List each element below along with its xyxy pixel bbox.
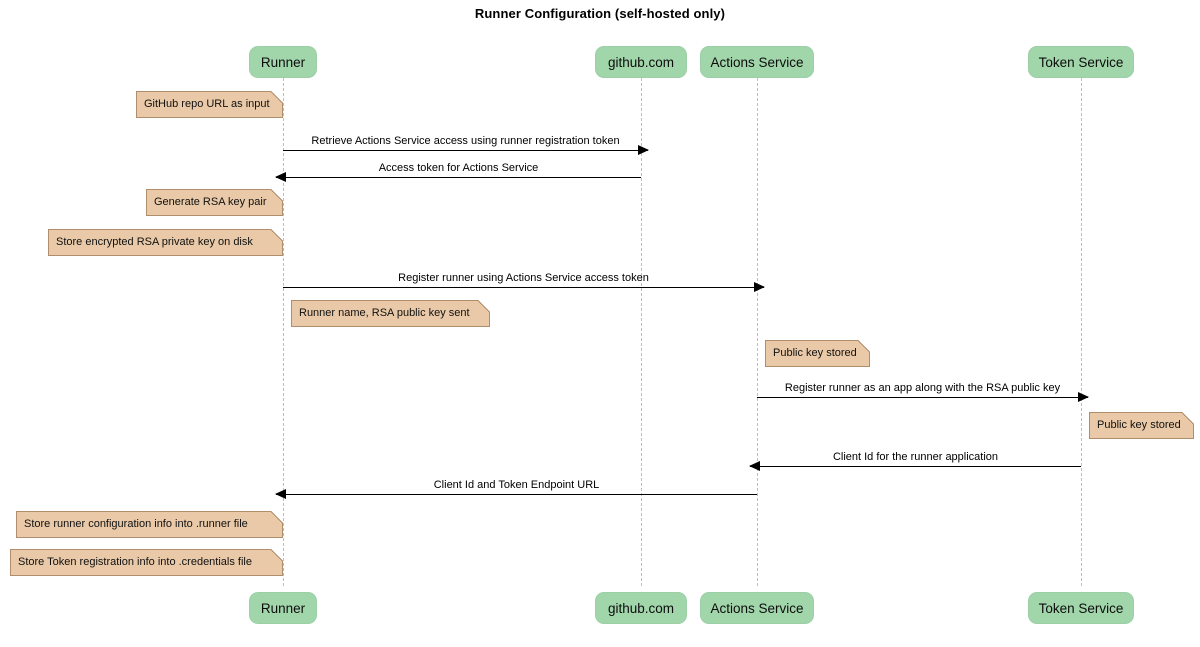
message-label: Retrieve Actions Service access using ru… [311,135,620,147]
participant-label: Token Service [1038,54,1124,70]
participant-label: Actions Service [710,600,804,616]
note-store-private-key: Store encrypted RSA private key on disk [48,229,283,256]
page-title: Runner Configuration (self-hosted only) [474,6,726,21]
note-text: Store Token registration info into .cred… [18,556,252,568]
msg-register-runner-app: Register runner as an app along with the… [757,382,1089,402]
note-generate-rsa: Generate RSA key pair [146,189,283,216]
msg-client-id-runner-app: Client Id for the runner application [749,451,1081,471]
participant-label: Actions Service [710,54,804,70]
note-public-key-stored-1: Public key stored [765,340,870,367]
note-store-runner-config: Store runner configuration info into .ru… [16,511,283,538]
message-line [750,466,1081,467]
message-line [283,150,648,151]
participant-token-bottom[interactable]: Token Service [1028,592,1134,624]
msg-access-token: Access token for Actions Service [275,162,641,182]
participant-runner-bottom[interactable]: Runner [249,592,317,624]
lifeline-runner [283,78,284,586]
note-runner-name-pubkey: Runner name, RSA public key sent [291,300,490,327]
note-github-repo-url: GitHub repo URL as input [136,91,283,118]
note-text: Store encrypted RSA private key on disk [56,236,253,248]
message-line [757,397,1088,398]
arrowhead-right-icon [754,282,765,292]
arrowhead-left-icon [275,489,286,499]
participant-label: Token Service [1038,600,1124,616]
participant-label: Runner [260,600,306,616]
note-text: Public key stored [1097,419,1181,431]
participant-github-bottom[interactable]: github.com [595,592,687,624]
participant-actions-top[interactable]: Actions Service [700,46,814,78]
message-line [276,494,757,495]
message-label: Client Id and Token Endpoint URL [433,479,600,491]
message-label: Access token for Actions Service [378,162,539,174]
msg-retrieve-actions-access: Retrieve Actions Service access using ru… [283,135,649,155]
message-line [276,177,641,178]
message-label: Register runner using Actions Service ac… [398,272,649,284]
arrowhead-left-icon [749,461,760,471]
participant-token-top[interactable]: Token Service [1028,46,1134,78]
arrowhead-right-icon [1078,392,1089,402]
arrowhead-left-icon [275,172,286,182]
note-text: Public key stored [773,347,857,359]
message-line [283,287,764,288]
lifeline-token [1081,78,1082,586]
participant-label: github.com [607,600,675,616]
note-public-key-stored-2: Public key stored [1089,412,1194,439]
msg-client-id-token-endpoint: Client Id and Token Endpoint URL [275,479,757,499]
arrowhead-right-icon [638,145,649,155]
participant-github-top[interactable]: github.com [595,46,687,78]
participant-actions-bottom[interactable]: Actions Service [700,592,814,624]
note-text: Store runner configuration info into .ru… [24,518,248,530]
lifeline-github [641,78,642,586]
lifeline-actions [757,78,758,586]
note-text: Generate RSA key pair [154,196,267,208]
msg-register-runner: Register runner using Actions Service ac… [283,272,765,292]
note-text: Runner name, RSA public key sent [299,307,470,319]
message-label: Register runner as an app along with the… [784,382,1061,394]
note-text: GitHub repo URL as input [144,98,270,110]
participant-runner-top[interactable]: Runner [249,46,317,78]
note-store-token-reg: Store Token registration info into .cred… [10,549,283,576]
participant-label: Runner [260,54,306,70]
message-label: Client Id for the runner application [832,451,999,463]
participant-label: github.com [607,54,675,70]
